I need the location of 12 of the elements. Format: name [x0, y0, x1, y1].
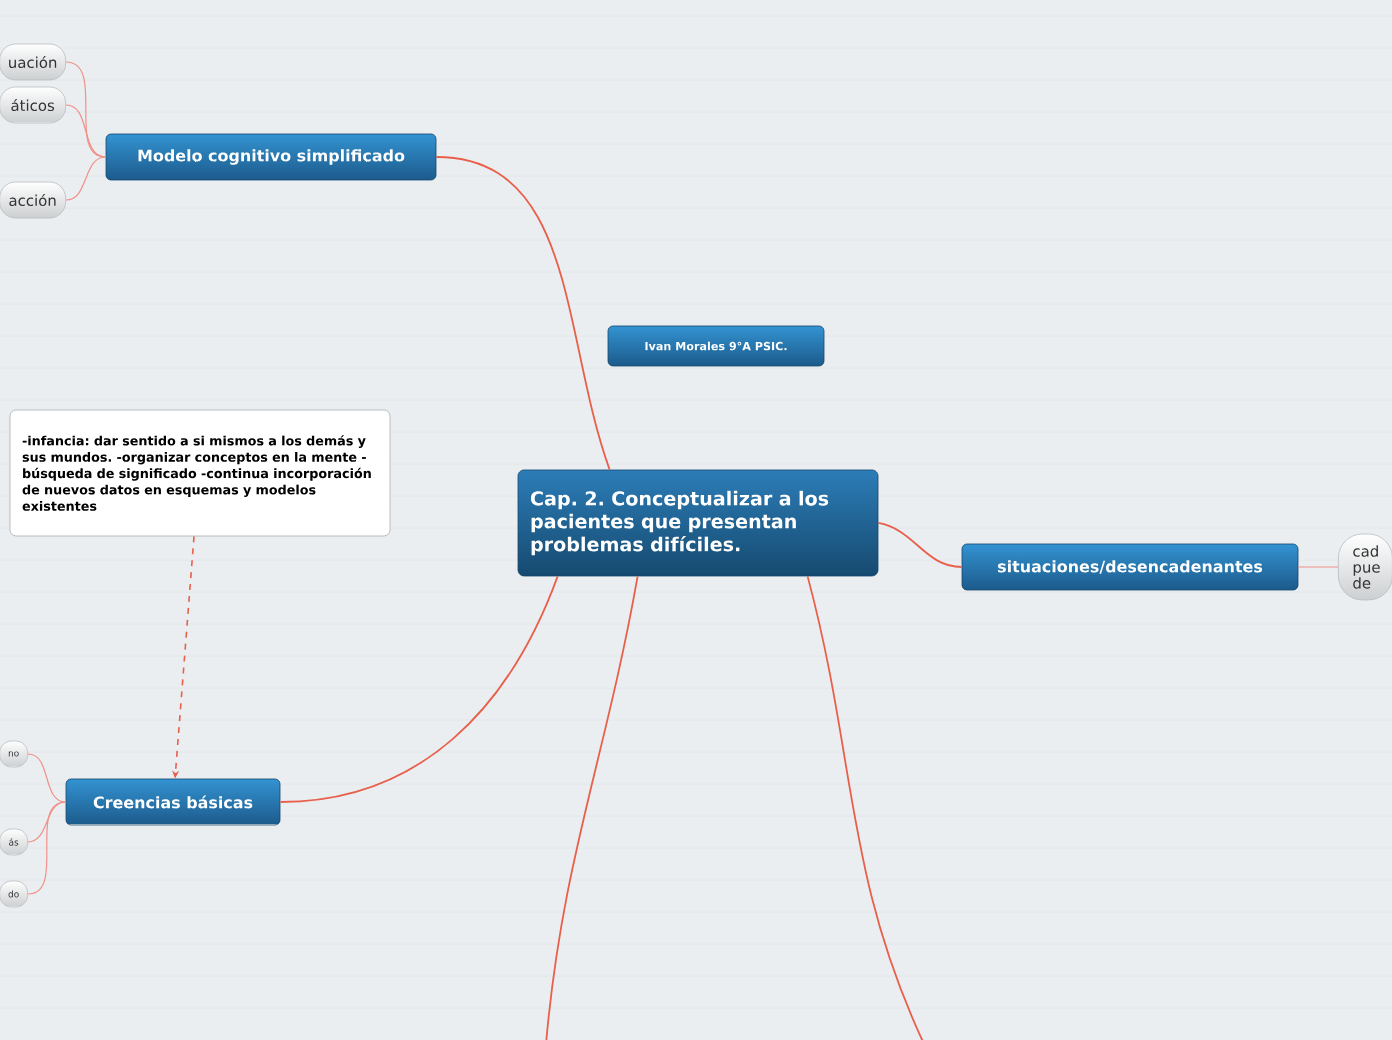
- connector-line: [545, 575, 639, 1040]
- connector-line: [65, 156, 107, 201]
- connector-line: [877, 522, 963, 568]
- connector-line: [27, 801, 67, 843]
- topic-box: Cap. 2. Conceptualizar a los pacientes que presentan problemas difíciles.: [517, 469, 879, 577]
- connector-line: [27, 753, 67, 803]
- connector-line: [27, 801, 67, 895]
- connector-line: [279, 575, 559, 803]
- connector-line: [435, 156, 611, 471]
- connector-line: [65, 104, 107, 158]
- connector-line: [1297, 566, 1339, 568]
- connector-line: [806, 575, 925, 1040]
